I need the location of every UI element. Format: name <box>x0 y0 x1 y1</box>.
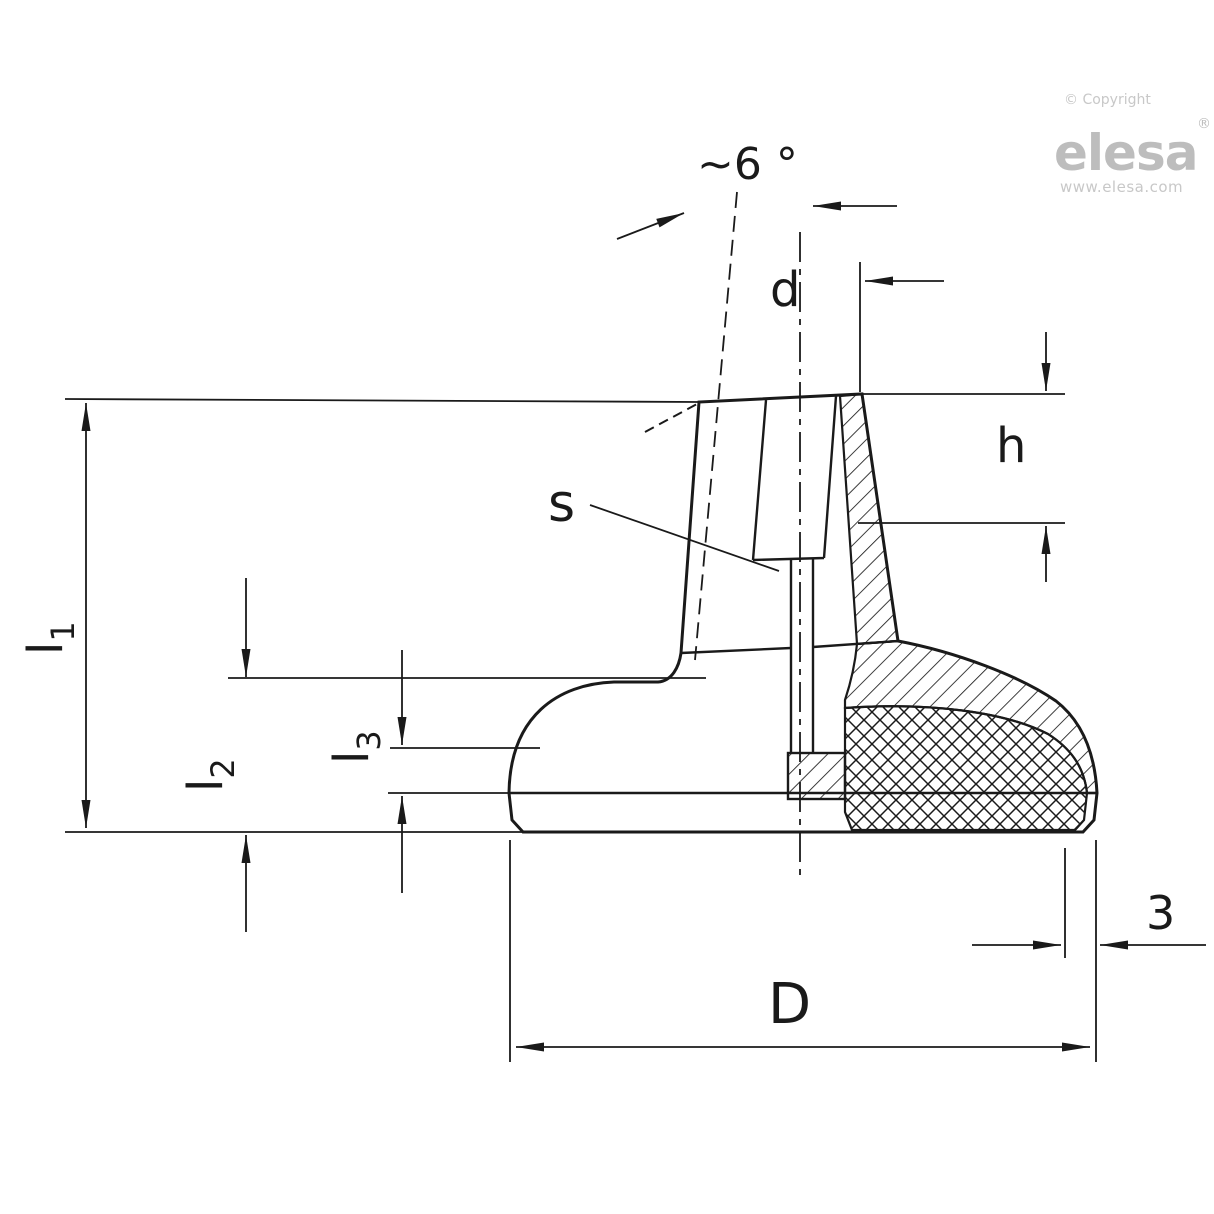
l1-extension-top <box>64 398 700 403</box>
label-d: d <box>770 262 800 318</box>
centerlines <box>694 191 801 880</box>
label-3: 3 <box>1146 886 1175 940</box>
label-h: h <box>996 418 1026 474</box>
registered-mark: ® <box>1197 116 1211 132</box>
label-l2: l2 <box>178 758 242 792</box>
s-leader-line <box>589 504 780 572</box>
rubber-pad-section <box>843 705 1089 832</box>
tilted-axis-dashed <box>694 191 738 661</box>
dim-angle <box>616 201 897 240</box>
website-text: www.elesa.com <box>1060 178 1183 196</box>
dimensions <box>64 201 1206 1062</box>
elesa-logo: elesa <box>1054 124 1197 182</box>
label-l1: l1 <box>18 621 82 655</box>
dim-3 <box>972 848 1206 958</box>
dim-l1 <box>64 398 700 833</box>
dim-h <box>858 332 1065 582</box>
label-D: D <box>768 972 811 1037</box>
angle-arrow-left <box>616 212 685 240</box>
dim-l3 <box>388 650 540 893</box>
label-s: s <box>548 474 575 534</box>
copyright-text: © Copyright <box>1064 92 1151 108</box>
part-geometry <box>507 392 1099 834</box>
label-angle: ~6 ° <box>697 139 798 190</box>
dimension-labels: l1 l2 l3 h d s ~6 ° D 3 <box>18 139 1175 1037</box>
stem-foot-block <box>786 751 847 801</box>
alt-position-dashed <box>644 403 698 433</box>
label-l3: l3 <box>324 730 388 764</box>
stud-stem <box>789 558 815 753</box>
dim-D <box>509 840 1097 1062</box>
brand-logo: © Copyright elesa ® www.elesa.com <box>1054 92 1211 196</box>
dim-l2 <box>228 578 706 932</box>
dim-d <box>859 262 944 392</box>
